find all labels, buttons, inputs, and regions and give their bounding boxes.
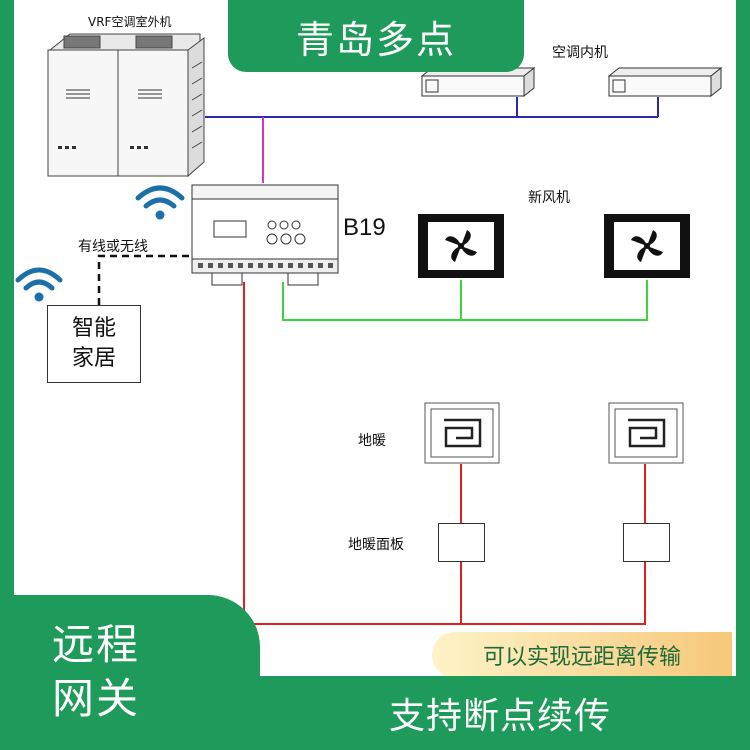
dashed-wired-wireless-line — [97, 254, 193, 305]
smart-home-label-line2: 家居 — [71, 346, 116, 371]
feature-bottom-text: 支持断点续传 — [388, 696, 611, 737]
feature-panel-left — [0, 595, 260, 750]
green-fresh-air-line — [282, 280, 648, 321]
floor-heating-panel-label: 地暖面板 — [348, 537, 404, 553]
floor-heating-panel-box-1 — [438, 523, 485, 562]
smart-home-box: 智能 家居 — [47, 305, 141, 383]
wifi-icon-gateway — [135, 185, 185, 220]
feature-left-text: 远程 网关 — [52, 618, 140, 726]
floor-heating-panel-box-2 — [623, 523, 670, 562]
fan-icon-2 — [604, 214, 690, 278]
floor-heating-coil-icon-2 — [608, 402, 684, 464]
indoor-unit-icon-2 — [607, 66, 723, 98]
gateway-model-label: B19 — [343, 214, 386, 241]
feature-pill-text: 可以实现远距离传输 — [482, 645, 681, 670]
feature-bottom-bar: 支持断点续传 — [250, 676, 750, 750]
vrf-outdoor-unit-icon — [47, 33, 205, 178]
red-floor-heat-line — [243, 282, 646, 625]
b19-gateway-device-icon — [191, 184, 339, 286]
brand-banner: 青岛多点 — [228, 0, 524, 72]
feature-pill: 可以实现远距离传输 — [432, 632, 732, 678]
wifi-icon-smart-home — [15, 267, 63, 302]
brand-title: 青岛多点 — [295, 17, 456, 62]
fan-icon-1 — [418, 214, 504, 278]
feature-left-line1: 远程 — [52, 620, 141, 669]
indoor-unit-label: 空调内机 — [552, 45, 608, 61]
wired-wireless-label: 有线或无线 — [78, 239, 148, 255]
floor-heating-coil-icon-1 — [424, 402, 500, 464]
outdoor-unit-label: VRF空调室外机 — [88, 15, 172, 29]
smart-home-label-line1: 智能 — [71, 316, 116, 341]
feature-left-line2: 网关 — [52, 674, 141, 723]
floor-heating-label: 地暖 — [358, 433, 386, 449]
fresh-air-label: 新风机 — [528, 190, 570, 206]
